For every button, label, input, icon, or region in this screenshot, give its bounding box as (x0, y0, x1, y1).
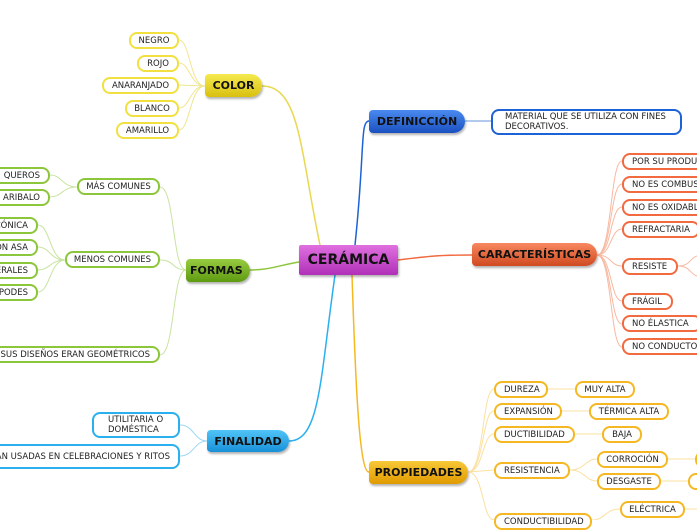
propiedad-resistencia[interactable]: RESISTENCIA (494, 462, 570, 479)
propiedad-dureza[interactable]: DUREZA (494, 381, 548, 398)
propiedad-value[interactable]: TÉRMICA ALTA (589, 403, 669, 420)
caracteristica-item[interactable]: REFRACTARIA (622, 221, 697, 238)
topic-finalidad[interactable]: FINALIDAD (207, 430, 289, 452)
caracteristica-item[interactable]: FRÁGIL (622, 293, 673, 310)
resistencia-desgaste[interactable]: DESGASTE (597, 473, 661, 490)
topic-color[interactable]: COLOR (205, 74, 262, 97)
desgaste-child[interactable] (688, 473, 697, 490)
propiedad-value[interactable]: BAJA (602, 426, 642, 443)
formas-disenos[interactable]: SUS DISEÑOS ERAN GEOMÉTRICOS (0, 346, 160, 363)
caracteristica-item[interactable]: RESISTE (622, 258, 678, 275)
color-item[interactable]: ANARANJADO (102, 77, 179, 94)
topic-definicion[interactable]: DEFINICCIÓN (369, 110, 465, 133)
resistencia-corrocion[interactable]: CORROCIÓN (597, 451, 668, 468)
caracteristica-item[interactable]: NO ES OXIDABL (622, 199, 697, 216)
formas-menos-comunes[interactable]: MENOS COMUNES (65, 251, 160, 268)
forma-item[interactable]: CÓNICA (0, 217, 38, 234)
propiedad-value[interactable]: MUY ALTA (575, 381, 635, 398)
caracteristica-item[interactable]: NO ES COMBUS (622, 176, 697, 193)
definicion-text[interactable]: MATERIAL QUE SE UTILIZA CON FINES DECORA… (491, 109, 682, 135)
topic-caracteristicas[interactable]: CARACTERÍSTICAS (472, 243, 597, 266)
caracteristica-item[interactable]: NO CONDUCTOR (622, 338, 697, 355)
color-item[interactable]: NEGRO (129, 32, 179, 49)
finalidad-item[interactable]: ERAN USADAS EN CELEBRACIONES Y RITOS (0, 444, 180, 469)
caracteristica-item[interactable]: NO ÉLASTICA (622, 315, 697, 332)
propiedad-conductibilidad[interactable]: CONDUCTIBILIDAD (494, 513, 592, 530)
color-item[interactable]: ROJO (137, 55, 179, 72)
forma-item[interactable]: QUEROS (0, 167, 50, 184)
color-item[interactable]: BLANCO (125, 100, 179, 117)
central-topic-ceramica[interactable]: CERÁMICA (299, 245, 398, 275)
color-item[interactable]: AMARILLO (116, 122, 179, 139)
conductibilidad-electrica[interactable]: ELÉCTRICA (620, 501, 685, 518)
forma-item[interactable]: ARIBALO (0, 189, 50, 206)
finalidad-item[interactable]: UTILITARIA O DOMÉSTICA (92, 412, 180, 438)
forma-item[interactable]: PODES (0, 284, 38, 301)
formas-mas-comunes[interactable]: MÁS COMUNES (77, 178, 160, 195)
topic-propiedades[interactable]: PROPIEDADES (369, 461, 468, 484)
topic-formas[interactable]: FORMAS (186, 259, 250, 282)
propiedad-ductibilidad[interactable]: DUCTIBILIDAD (494, 426, 575, 443)
forma-item[interactable]: ERALES (0, 262, 38, 279)
forma-item[interactable]: ON ASA (0, 239, 38, 256)
caracteristica-item[interactable]: POR SU PRODUC (622, 153, 697, 170)
propiedad-expansion[interactable]: EXPANSIÓN (494, 403, 562, 420)
